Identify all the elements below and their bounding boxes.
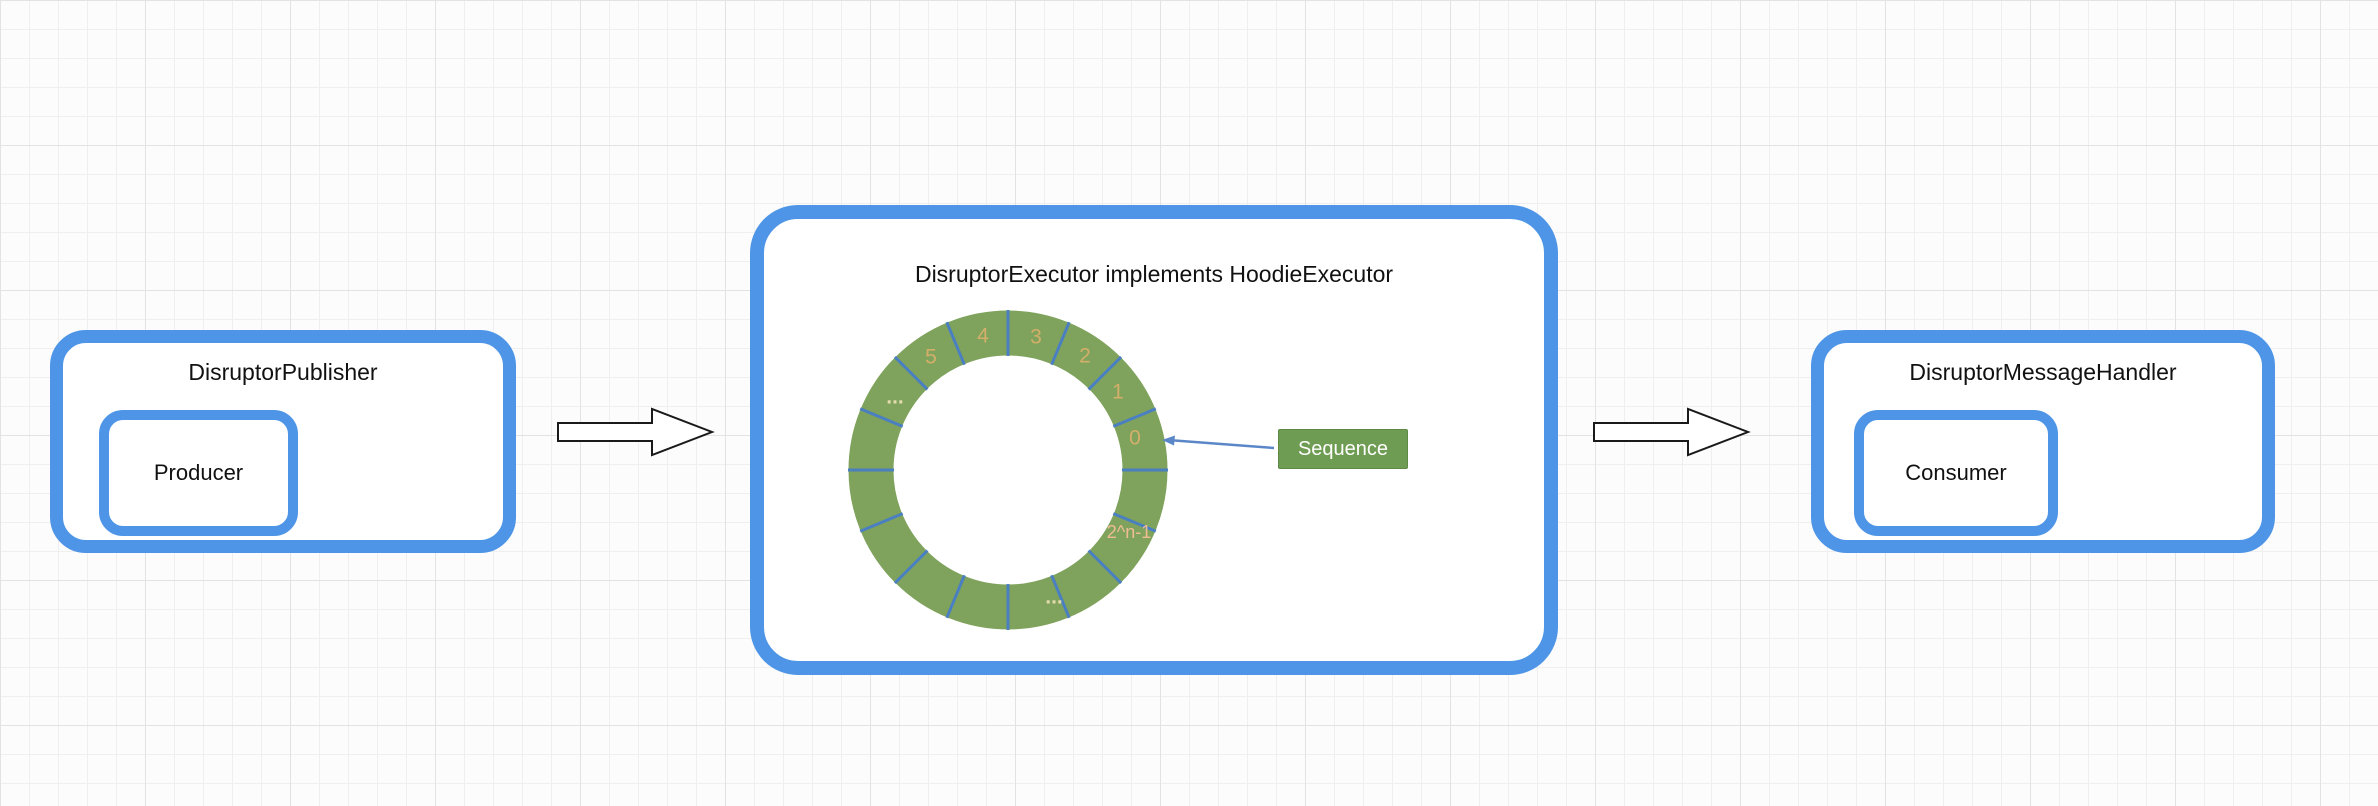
producer-node: Producer bbox=[99, 410, 298, 536]
ring-divider-line bbox=[859, 512, 904, 533]
ring-divider-line bbox=[945, 321, 966, 366]
ring-slot-label: 4 bbox=[977, 325, 989, 348]
ring-divider-line bbox=[945, 574, 966, 619]
ring-divider-line bbox=[1087, 549, 1123, 585]
ring-slot-label: 3 bbox=[1030, 326, 1042, 349]
sequence-label: Sequence bbox=[1297, 437, 1389, 460]
executor-to-handler-arrow-icon bbox=[1593, 407, 1751, 457]
handler-title: DisruptorMessageHandler bbox=[1909, 359, 2177, 385]
ring-divider-line bbox=[893, 549, 929, 585]
ring-buffer: 0 1 2 3 4 5 ... ... 2^n-1 bbox=[848, 310, 1275, 630]
ring-divider-line bbox=[1050, 574, 1071, 619]
sequence-arrowhead-icon bbox=[1162, 435, 1175, 446]
publisher-title: DisruptorPublisher bbox=[188, 359, 378, 385]
handler-node: DisruptorMessageHandler Consumer bbox=[1811, 330, 2275, 553]
producer-label: Producer bbox=[153, 460, 244, 485]
ring-slot-label: 0 bbox=[1129, 427, 1141, 450]
sequence-node: Sequence bbox=[1278, 429, 1408, 469]
ring-slot-label: 2 bbox=[1079, 345, 1091, 368]
ring-ellipsis-left: ... bbox=[886, 386, 904, 409]
executor-title: DisruptorExecutor implements HoodieExecu… bbox=[914, 261, 1394, 287]
executor-node: DisruptorExecutor implements HoodieExecu… bbox=[750, 205, 1558, 675]
ring-divider-line bbox=[1112, 407, 1157, 428]
ring-ellipsis-bottom: ... bbox=[1045, 586, 1063, 609]
ring-divider-line bbox=[859, 407, 904, 428]
ring-divider-line bbox=[1050, 321, 1071, 366]
consumer-node: Consumer bbox=[1854, 410, 2058, 536]
ring-last-slot-label: 2^n-1 bbox=[1107, 522, 1151, 542]
consumer-label: Consumer bbox=[1905, 460, 2007, 485]
ring-slot-label: 1 bbox=[1112, 381, 1124, 404]
sequence-arrow-line bbox=[1167, 438, 1275, 450]
publisher-node: DisruptorPublisher Producer bbox=[50, 330, 516, 553]
ring-divider-line bbox=[1112, 512, 1157, 533]
ring-divider-line bbox=[1087, 355, 1123, 391]
arrow-right-icon bbox=[557, 407, 715, 457]
publisher-to-executor-arrow-icon bbox=[557, 407, 715, 457]
ring-slot-label: 5 bbox=[925, 346, 937, 369]
ring-buffer-dividers bbox=[848, 310, 1168, 630]
ring-divider-line bbox=[893, 355, 929, 391]
arrow-right-icon bbox=[1593, 407, 1751, 457]
